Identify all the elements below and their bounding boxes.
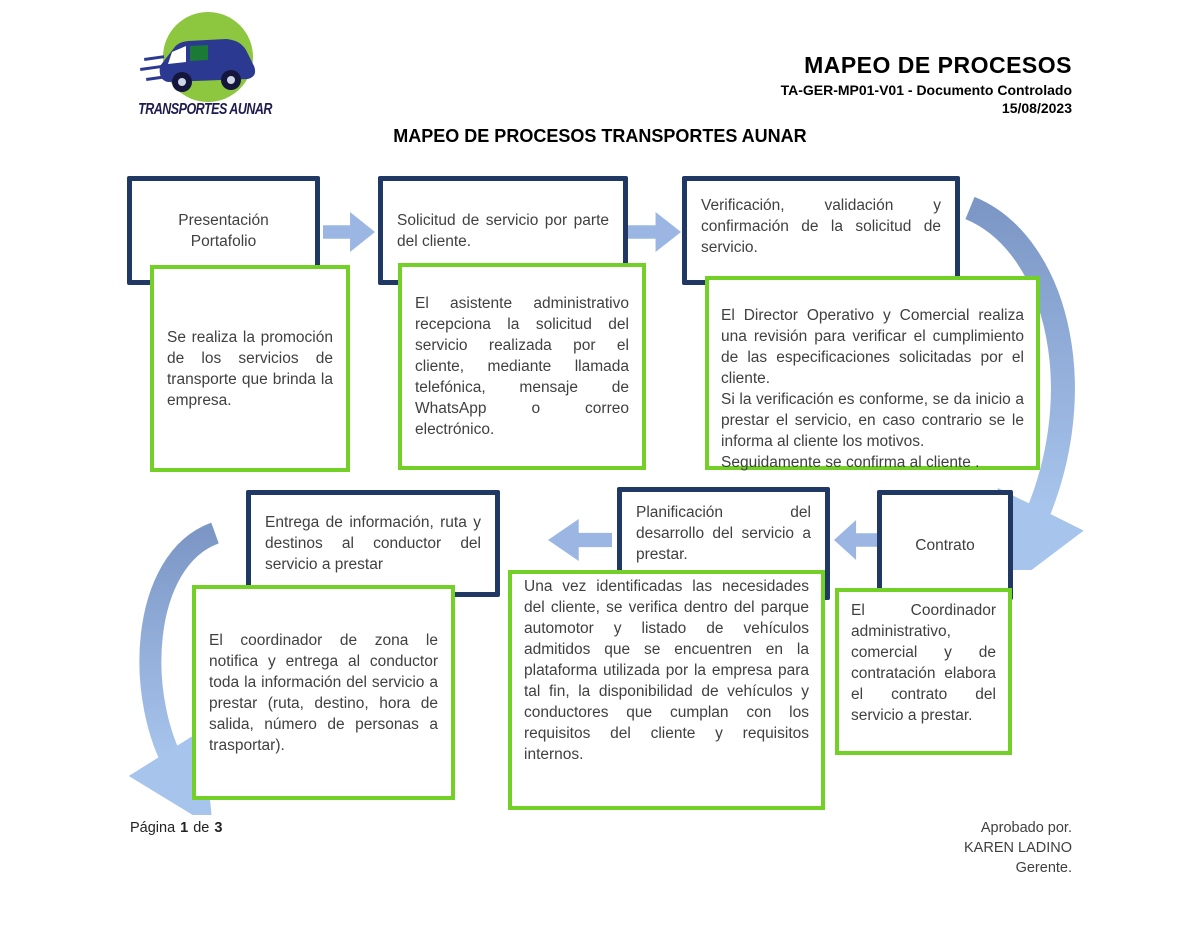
detail-text: El Coordinador administrativo, comercial… — [851, 602, 996, 724]
detail-text: El coordinador de zona le notifica y ent… — [209, 631, 438, 754]
step-label: Presentación Portafolio — [178, 211, 269, 250]
detail-text: Se realiza la promoción de los servicios… — [167, 328, 333, 409]
step-box-verificacion-validacion: Verificación, validación y confirmación … — [682, 176, 960, 285]
step-detail-contrato: El Coordinador administrativo, comercial… — [835, 588, 1012, 755]
curved-arrow-down-icon — [965, 196, 1084, 570]
arrow-right-icon — [323, 212, 375, 252]
page-separator: de — [193, 820, 210, 836]
header-date: 15/08/2023 — [1001, 100, 1072, 116]
page-number: Página 1 de 3 — [130, 820, 222, 836]
step-detail-solicitud: El asistente administrativo recepciona l… — [398, 263, 646, 470]
logo-brand-text: TRANSPORTES AUNAR — [138, 100, 272, 118]
transportes-aunar-logo-icon — [140, 12, 256, 102]
step-label: Solicitud de servicio por parte del clie… — [397, 211, 609, 250]
arrow-right-icon — [628, 212, 681, 252]
step-detail-entrega: El coordinador de zona le notifica y ent… — [192, 585, 455, 800]
step-label: Entrega de información, ruta y destinos … — [265, 514, 481, 573]
step-detail-presentacion: Se realiza la promoción de los servicios… — [150, 265, 350, 472]
document-header: MAPEO DE PROCESOS TA-GER-MP01-V01 - Docu… — [652, 52, 1072, 116]
step-box-entrega-informacion: Entrega de información, ruta y destinos … — [246, 490, 500, 597]
detail-text: El Director Operativo y Comercial realiz… — [721, 307, 1024, 471]
header-title: MAPEO DE PROCESOS — [804, 52, 1072, 78]
page-total: 3 — [214, 820, 223, 836]
step-detail-planificacion: Una vez identificadas las necesidades de… — [508, 570, 825, 810]
page-current: 1 — [180, 820, 189, 836]
header-document-code: TA-GER-MP01-V01 - Documento Controlado — [780, 82, 1072, 98]
approver-role: Gerente. — [1015, 860, 1072, 876]
arrow-left-icon — [834, 520, 880, 560]
step-label: Planificación del desarrollo del servici… — [636, 504, 811, 563]
approver-name: KAREN LADINO — [964, 840, 1072, 856]
curved-arrow-down-icon — [128, 522, 220, 815]
page-label: Página — [130, 820, 176, 836]
step-box-contrato: Contrato — [877, 490, 1013, 600]
company-logo: TRANSPORTES AUNAR — [138, 10, 272, 124]
step-detail-verificacion: El Director Operativo y Comercial realiz… — [705, 276, 1040, 471]
page-title: MAPEO DE PROCESOS TRANSPORTES AUNAR — [393, 126, 807, 146]
arrow-left-icon — [548, 519, 612, 561]
step-label: Contrato — [915, 536, 975, 554]
detail-text: El asistente administrativo recepciona l… — [415, 295, 629, 438]
step-label: Verificación, validación y confirmación … — [701, 197, 941, 256]
approved-by-label: Aprobado por. — [980, 820, 1072, 836]
detail-text: Una vez identificadas las necesidades de… — [524, 578, 809, 763]
approval-block: Aprobado por. KAREN LADINO Gerente. — [812, 818, 1072, 878]
